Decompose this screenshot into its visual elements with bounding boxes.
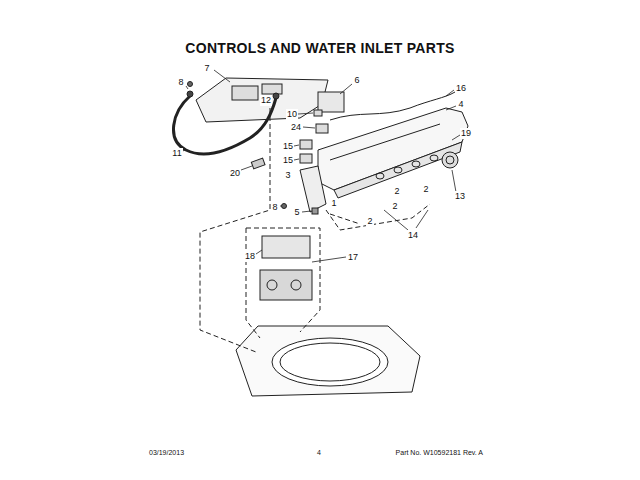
callout-number: 1 bbox=[330, 198, 337, 209]
footer-text: Part No. W10592181 Rev. A bbox=[395, 449, 484, 456]
back-panel bbox=[196, 78, 328, 122]
callout-number: 2 bbox=[391, 201, 398, 212]
callout-number: 24 bbox=[290, 122, 302, 133]
callout-number: 2 bbox=[366, 216, 373, 227]
footer-text: 4 bbox=[316, 449, 322, 456]
callout-number: 20 bbox=[229, 168, 241, 179]
callout-number: 8 bbox=[177, 77, 184, 88]
callout-number: 2 bbox=[422, 184, 429, 195]
callout-number: 11 bbox=[171, 148, 182, 159]
callout-number: 8 bbox=[271, 202, 278, 213]
callout-number: 17 bbox=[347, 252, 359, 263]
callout-number: 15 bbox=[282, 141, 294, 152]
callout-number: 16 bbox=[455, 83, 467, 94]
callout-number: 14 bbox=[407, 230, 419, 241]
callout-number: 10 bbox=[286, 109, 298, 120]
washer-top bbox=[236, 326, 420, 396]
callout-number: 5 bbox=[293, 207, 300, 218]
callout-number: 2 bbox=[393, 186, 400, 197]
callout-number: 13 bbox=[454, 191, 466, 202]
page-title: CONTROLS AND WATER INLET PARTS bbox=[182, 40, 457, 56]
callout-number: 7 bbox=[203, 63, 210, 74]
callout-number: 18 bbox=[244, 251, 256, 262]
callout-number: 15 bbox=[282, 155, 294, 166]
callout-number: 3 bbox=[284, 170, 291, 181]
callout-number: 6 bbox=[353, 75, 360, 86]
bracket bbox=[300, 166, 326, 212]
callout-number: 4 bbox=[457, 99, 464, 110]
callout-number: 12 bbox=[260, 95, 272, 106]
control-board bbox=[318, 92, 344, 112]
footer-text: 03/19/2013 bbox=[148, 449, 185, 456]
callout-number: 19 bbox=[460, 128, 472, 139]
